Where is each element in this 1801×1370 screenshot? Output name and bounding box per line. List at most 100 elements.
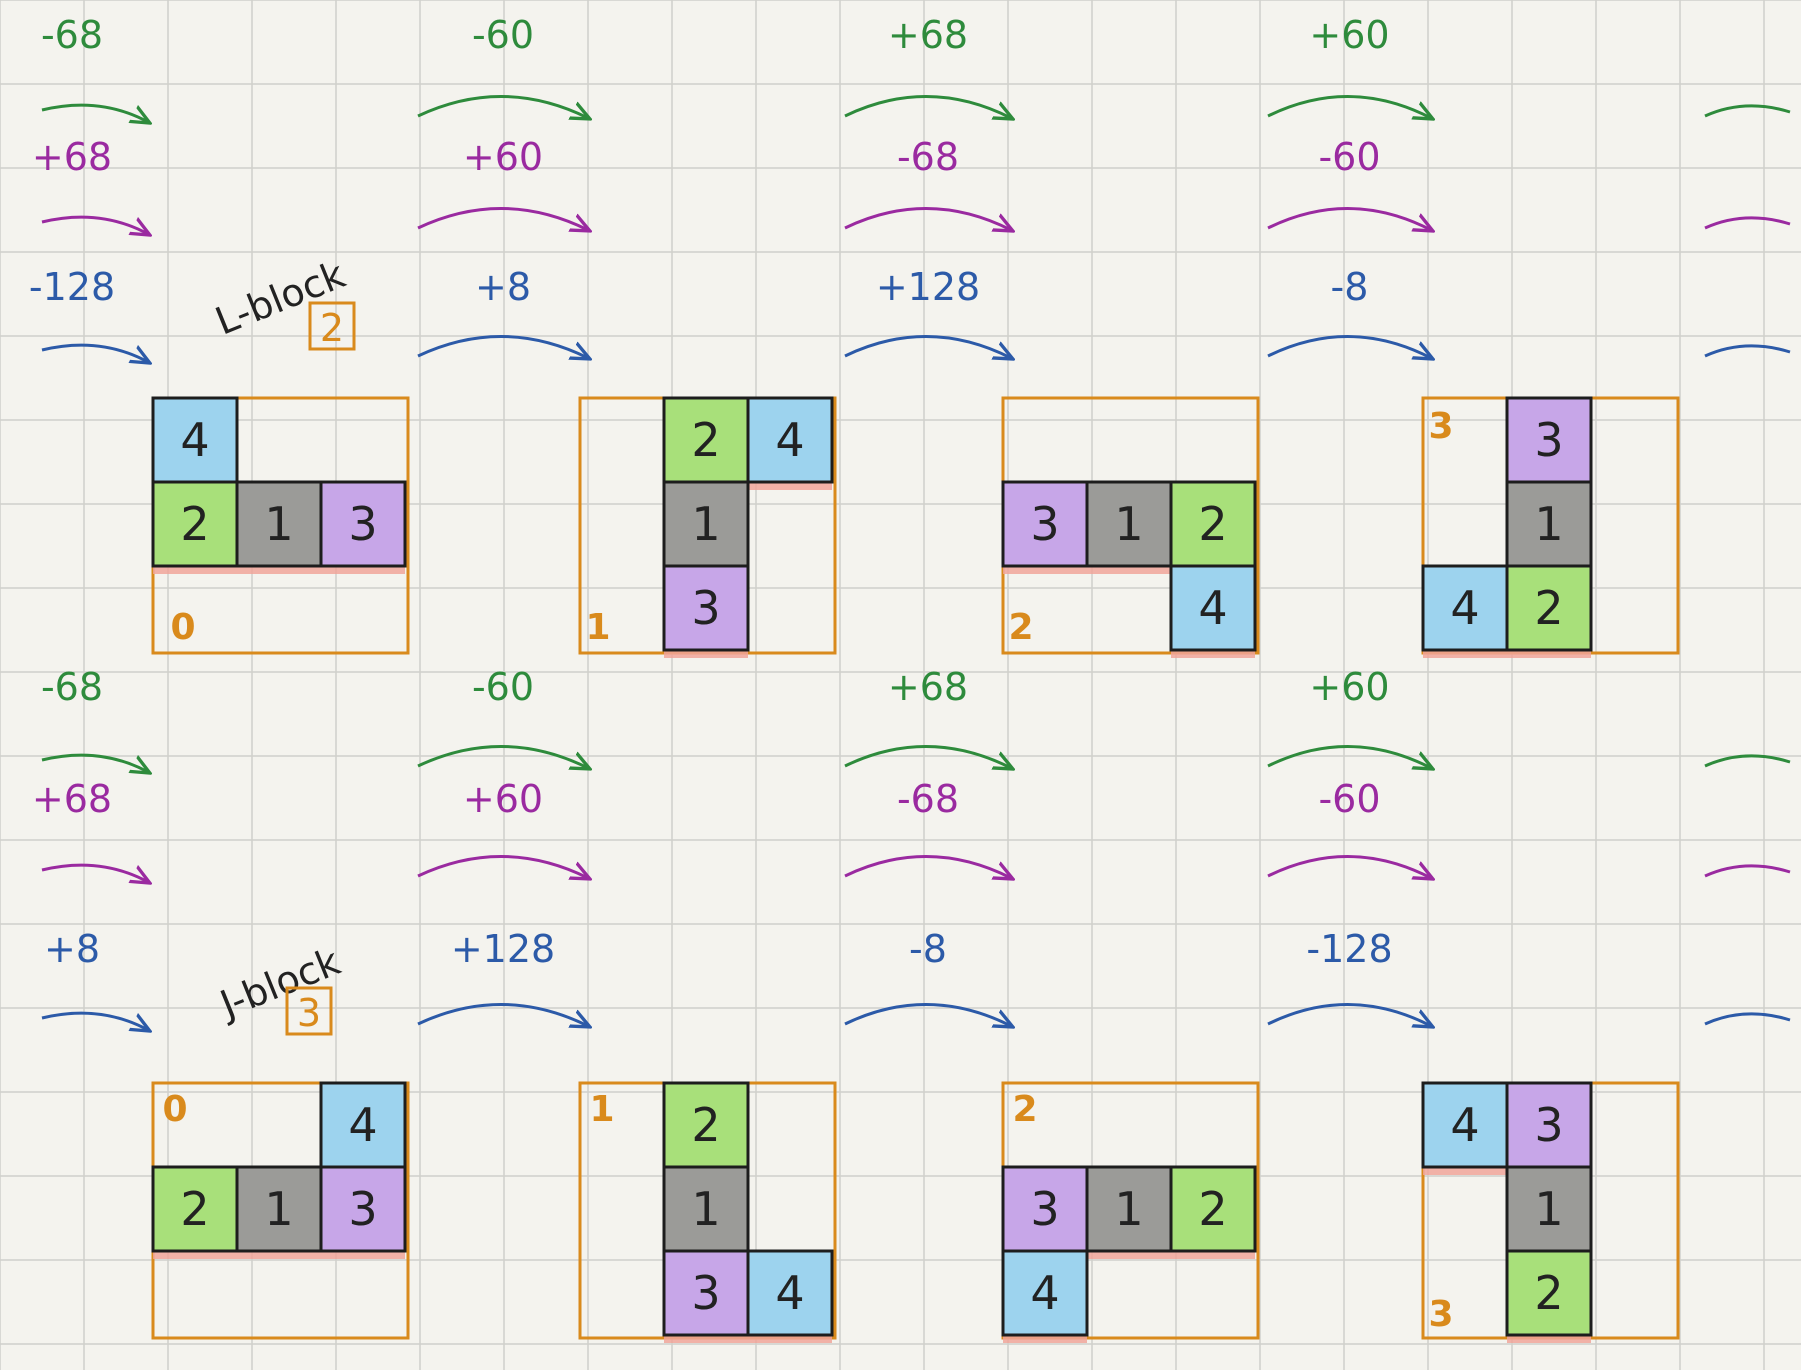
floor-shadow xyxy=(664,648,748,658)
mino-cell xyxy=(1505,564,1593,652)
blue-offset-label: +8 xyxy=(475,265,531,309)
rotation-index: 1 xyxy=(589,1089,614,1130)
green-offset-label: +60 xyxy=(1309,665,1389,709)
mino-cell xyxy=(319,1081,407,1169)
green-arrow xyxy=(844,745,1011,768)
mino-number: 1 xyxy=(1534,497,1563,551)
mino-cell xyxy=(1505,480,1593,568)
mino-cell xyxy=(1421,1081,1509,1169)
mino-cell xyxy=(1001,1249,1089,1337)
floor-shadow xyxy=(1423,1165,1507,1175)
blue-offset-label: -128 xyxy=(29,265,115,309)
purple-arrow xyxy=(417,207,588,230)
floor-shadow xyxy=(321,1249,405,1259)
mino-number: 4 xyxy=(775,413,804,467)
purple-offset-label: -68 xyxy=(897,777,959,821)
green-offset-label: -60 xyxy=(472,13,534,57)
floor-shadow xyxy=(237,564,321,574)
mino-cell xyxy=(151,396,239,484)
green-arrow xyxy=(1267,95,1431,118)
blue-offset-label: -8 xyxy=(909,927,947,971)
blue-offset-label: -8 xyxy=(1331,265,1369,309)
mino-number: 2 xyxy=(691,413,720,467)
mino-number: 3 xyxy=(348,1182,377,1236)
green-arrow xyxy=(41,753,148,772)
mino-number: 4 xyxy=(1030,1266,1059,1320)
mino-cell xyxy=(662,396,750,484)
floor-shadow xyxy=(1171,1249,1255,1259)
purple-offset-label: -60 xyxy=(1318,135,1380,179)
mino-cell xyxy=(1169,564,1257,652)
floor-shadow xyxy=(1087,1249,1171,1259)
floor-shadow xyxy=(1087,564,1171,574)
mino-number: 1 xyxy=(691,1182,720,1236)
floor-shadow xyxy=(321,564,405,574)
mino-number: 2 xyxy=(1534,1266,1563,1320)
purple-arrow-partial xyxy=(1704,216,1791,230)
floor-shadow xyxy=(153,1249,237,1259)
l-block-row: L-block2-68+68-128-60+60+8+68-68+128+60-… xyxy=(29,13,1791,658)
green-offset-label: -68 xyxy=(41,13,103,57)
rotation-index: 2 xyxy=(1008,607,1033,648)
purple-arrow xyxy=(844,207,1011,230)
green-arrow xyxy=(417,745,588,768)
purple-arrow xyxy=(844,855,1011,878)
floor-shadow xyxy=(664,1333,748,1343)
blue-arrow xyxy=(41,343,148,362)
purple-arrow xyxy=(1267,855,1431,878)
rotation-index: 0 xyxy=(162,1089,187,1130)
mino-number: 3 xyxy=(691,581,720,635)
green-offset-label: +60 xyxy=(1309,13,1389,57)
mino-cell xyxy=(319,480,407,568)
floor-shadow xyxy=(748,1333,832,1343)
purple-arrow xyxy=(41,863,148,882)
green-offset-label: -68 xyxy=(41,665,103,709)
floor-shadow xyxy=(237,1249,321,1259)
mino-number: 3 xyxy=(1534,1098,1563,1152)
mino-number: 4 xyxy=(348,1098,377,1152)
purple-offset-label: +68 xyxy=(32,777,112,821)
mino-cell xyxy=(235,480,323,568)
mino-number: 4 xyxy=(775,1266,804,1320)
mino-number: 3 xyxy=(348,497,377,551)
floor-shadow xyxy=(748,480,832,490)
mino-number: 3 xyxy=(1030,497,1059,551)
mino-cell xyxy=(746,396,834,484)
blue-offset-label: +8 xyxy=(44,927,100,971)
mino-number: 1 xyxy=(1114,1182,1143,1236)
green-arrow-partial xyxy=(1704,754,1791,768)
green-offset-label: -60 xyxy=(472,665,534,709)
green-arrow xyxy=(41,103,148,122)
blue-arrow-partial xyxy=(1704,1012,1791,1026)
floor-shadow xyxy=(1003,564,1087,574)
mino-cell xyxy=(1505,396,1593,484)
mino-number: 1 xyxy=(691,497,720,551)
mino-number: 2 xyxy=(1198,497,1227,551)
badge-number: 2 xyxy=(320,306,344,350)
mino-cell xyxy=(662,1081,750,1169)
purple-offset-label: -60 xyxy=(1318,777,1380,821)
green-arrow xyxy=(844,95,1011,118)
rotation-index: 2 xyxy=(1012,1089,1037,1130)
mino-number: 1 xyxy=(264,497,293,551)
badge-number: 3 xyxy=(297,991,321,1035)
blue-arrow-partial xyxy=(1704,344,1791,358)
mino-number: 2 xyxy=(691,1098,720,1152)
rotation-index: 3 xyxy=(1428,406,1453,447)
mino-cell xyxy=(151,480,239,568)
purple-offset-label: +60 xyxy=(463,135,543,179)
mino-cell xyxy=(1505,1249,1593,1337)
rotation-index: 1 xyxy=(585,607,610,648)
green-offset-label: +68 xyxy=(888,665,968,709)
mino-number: 1 xyxy=(264,1182,293,1236)
mino-number: 3 xyxy=(1534,413,1563,467)
purple-offset-label: +68 xyxy=(32,135,112,179)
mino-cell xyxy=(1085,1165,1173,1253)
mino-cell xyxy=(235,1165,323,1253)
badge-box xyxy=(285,986,333,1036)
